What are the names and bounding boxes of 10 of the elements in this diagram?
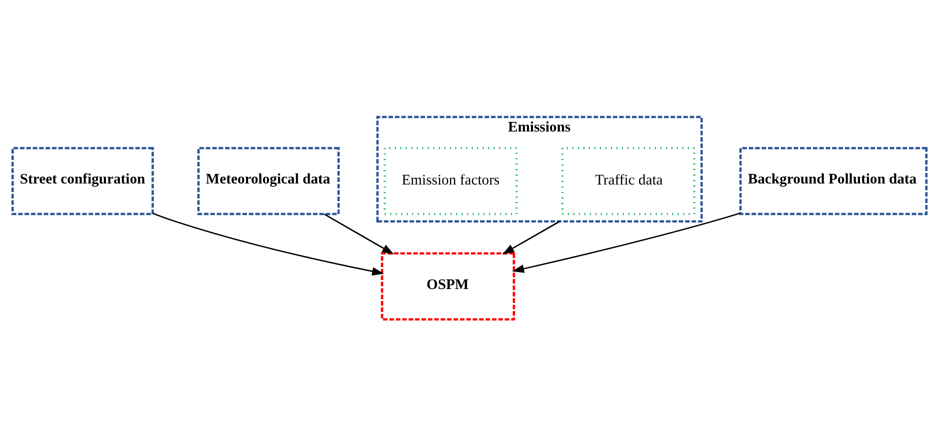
- arrow: [502, 220, 560, 254]
- node-box: Emission factors: [384, 146, 518, 216]
- node-box: Background Pollution data: [739, 146, 928, 216]
- arrow: [324, 214, 394, 254]
- node-box: Meteorological data: [197, 146, 340, 216]
- arrow: [512, 212, 741, 273]
- node-box: Traffic data: [561, 146, 696, 216]
- arrow: [152, 212, 384, 276]
- node-box: Street configuration: [11, 146, 154, 216]
- node-box: OSPM: [380, 252, 516, 320]
